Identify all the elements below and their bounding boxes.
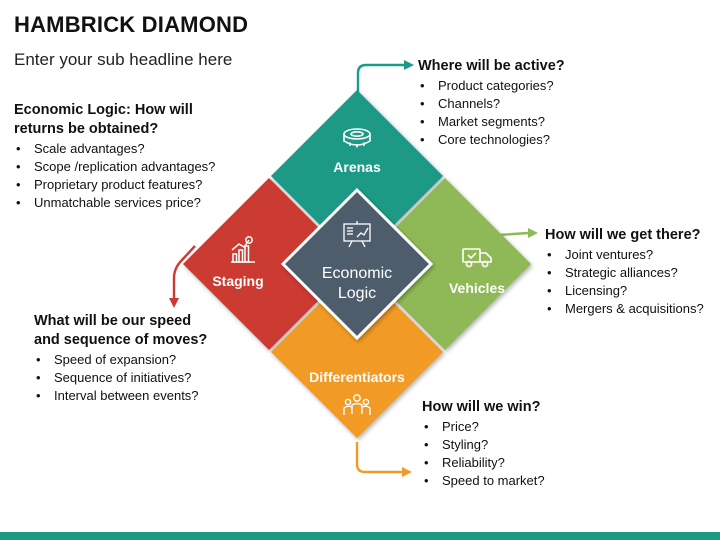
- list-item: Sequence of initiatives?: [34, 369, 207, 387]
- arenas-diamond: [271, 90, 443, 262]
- economic-logic-question: Economic Logic: How will returns be obta…: [14, 102, 193, 137]
- team-people-icon: [343, 394, 371, 415]
- arenas-connector: [356, 60, 414, 93]
- list-item: Speed of expansion?: [34, 351, 207, 369]
- staging-connector: [169, 245, 196, 308]
- stadium-icon: [343, 128, 371, 148]
- staging-label: Staging: [212, 273, 263, 289]
- list-item: Interval between events?: [34, 387, 207, 405]
- vehicles-question: How will we get there?: [545, 227, 701, 243]
- list-item: Scale advantages?: [14, 140, 215, 158]
- economic-logic-diamond: [280, 187, 434, 341]
- staging-list: Speed of expansion? Sequence of initiati…: [34, 351, 207, 405]
- economic-logic-block: Economic Logic: How will returns be obta…: [14, 101, 215, 212]
- page-title: HAMBRICK DIAMOND: [14, 12, 249, 37]
- delivery-truck-icon: [462, 248, 492, 268]
- list-item: Core technologies?: [418, 131, 565, 149]
- presentation-chart-icon: [343, 221, 371, 248]
- list-item: Scope /replication advantages?: [14, 158, 215, 176]
- list-item: Proprietary product features?: [14, 176, 215, 194]
- vehicles-diamond: [359, 178, 531, 350]
- arenas-block: Where will be active? Product categories…: [418, 57, 565, 149]
- differentiators-label: Differentiators: [309, 369, 405, 385]
- page-subtitle: Enter your sub headline here: [14, 50, 233, 69]
- staging-question: What will be our speed and sequence of m…: [34, 313, 208, 348]
- list-item: Licensing?: [545, 282, 704, 300]
- differentiators-list: Price? Styling? Reliability? Speed to ma…: [422, 418, 545, 490]
- footer-bar: [0, 532, 720, 540]
- economic-logic-line1: Economic: [322, 265, 392, 282]
- list-item: Unmatchable services price?: [14, 194, 215, 212]
- list-item: Strategic alliances?: [545, 264, 704, 282]
- vehicles-block: How will we get there? Joint ventures? S…: [545, 226, 704, 318]
- staging-diamond: [183, 178, 355, 350]
- arenas-question: Where will be active?: [418, 58, 565, 74]
- differentiators-diamond: [271, 266, 443, 438]
- economic-logic-list: Scale advantages? Scope /replication adv…: [14, 140, 215, 212]
- staging-block: What will be our speed and sequence of m…: [34, 312, 207, 405]
- list-item: Price?: [422, 418, 545, 436]
- growth-chart-icon: [231, 236, 255, 263]
- arenas-label: Arenas: [333, 159, 381, 175]
- vehicles-list: Joint ventures? Strategic alliances? Lic…: [545, 246, 704, 318]
- list-item: Product categories?: [418, 77, 565, 95]
- vehicles-label: Vehicles: [449, 280, 505, 296]
- list-item: Styling?: [422, 436, 545, 454]
- differentiators-block: How will we win? Price? Styling? Reliabi…: [422, 398, 545, 490]
- list-item: Joint ventures?: [545, 246, 704, 264]
- differentiators-connector: [355, 442, 412, 477]
- list-item: Speed to market?: [422, 472, 545, 490]
- list-item: Reliability?: [422, 454, 545, 472]
- differentiators-question: How will we win?: [422, 399, 541, 415]
- list-item: Channels?: [418, 95, 565, 113]
- economic-logic-line2: Logic: [338, 285, 376, 302]
- arenas-list: Product categories? Channels? Market seg…: [418, 77, 565, 149]
- list-item: Mergers & acquisitions?: [545, 300, 704, 318]
- list-item: Market segments?: [418, 113, 565, 131]
